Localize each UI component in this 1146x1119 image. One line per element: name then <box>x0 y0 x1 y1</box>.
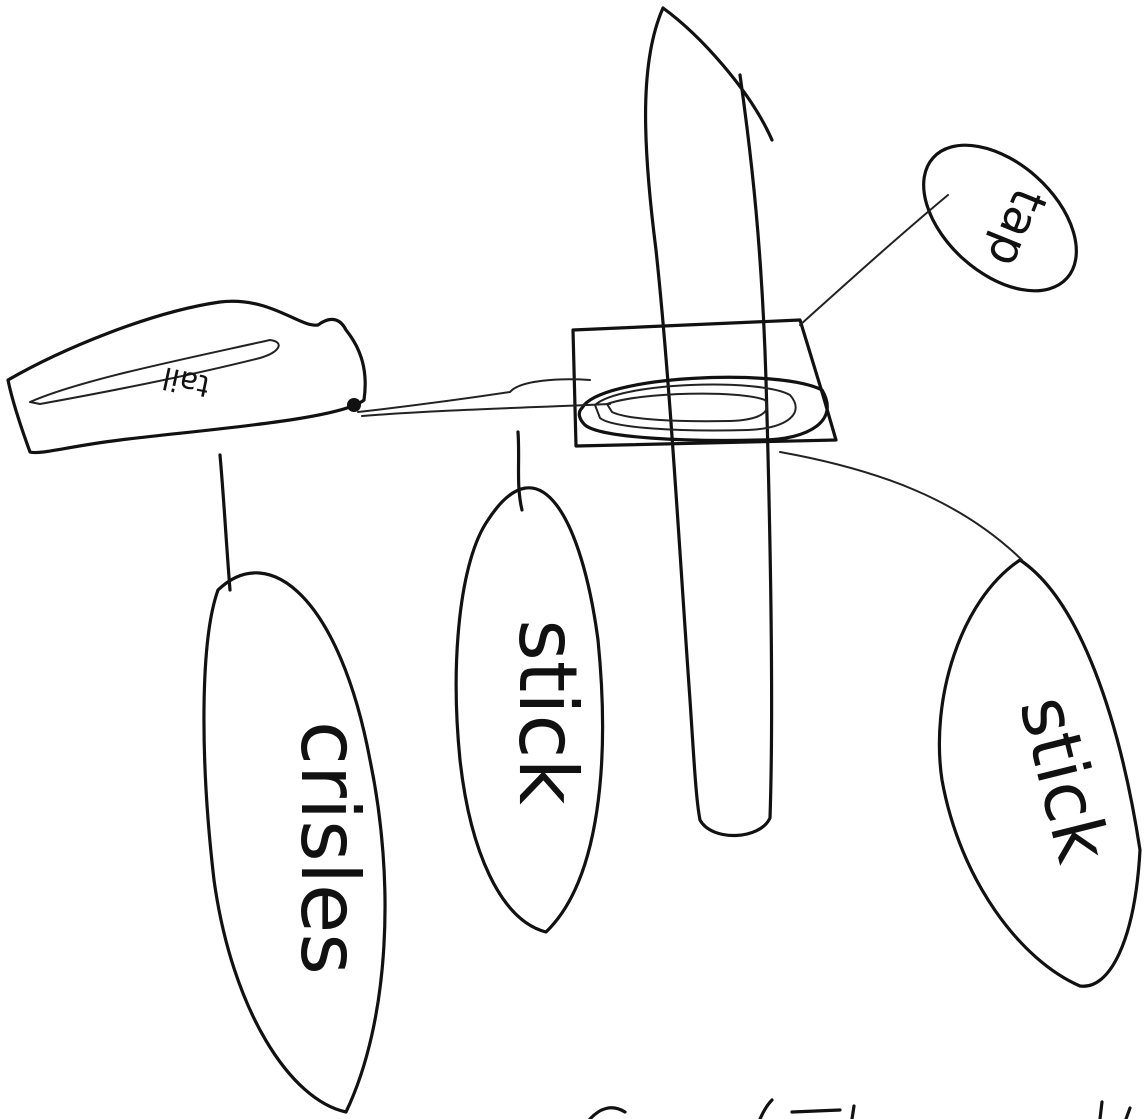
hanger-loop-middle <box>594 383 797 432</box>
edge-tail-hanger <box>357 378 591 413</box>
stick-middle-ellipse <box>454 486 605 934</box>
tail-anchor-dot <box>347 398 361 412</box>
crisles-ellipse <box>202 571 387 1114</box>
pole-shape <box>644 6 774 838</box>
edge-hanger-stick-middle <box>516 430 524 512</box>
bottom-scribble-left <box>588 1106 627 1119</box>
crisles-node: crisles <box>202 571 387 1114</box>
tail-node: tail <box>6 299 367 455</box>
tap-ellipse <box>922 143 1078 293</box>
tap-label: tap <box>976 181 1057 275</box>
tail-label: tail <box>159 359 212 403</box>
tail-box <box>6 299 367 455</box>
bottom-scribble-middle <box>758 1098 856 1119</box>
hanger-node <box>571 318 838 448</box>
stick-middle-label: stick <box>501 619 594 805</box>
tail-inner-oval <box>29 339 280 405</box>
crisles-label: crisles <box>283 721 376 975</box>
edge-tail-crisles <box>218 453 232 592</box>
stick-middle-node: stick <box>454 486 605 934</box>
hanger-box <box>571 318 838 448</box>
hanger-loop-inner <box>606 392 768 423</box>
stick-right-label: stick <box>1003 688 1125 871</box>
hanger-loop-outer <box>577 375 829 443</box>
stick-right-node: stick <box>937 558 1142 988</box>
tap-node: tap <box>922 143 1078 293</box>
bottom-scribble-right <box>1098 1100 1132 1119</box>
edge-hanger-stick-right <box>779 451 1023 561</box>
stick-right-ellipse <box>937 558 1142 988</box>
edge-tail-hanger-lower <box>361 403 611 417</box>
edge-hanger-tap <box>799 194 949 326</box>
